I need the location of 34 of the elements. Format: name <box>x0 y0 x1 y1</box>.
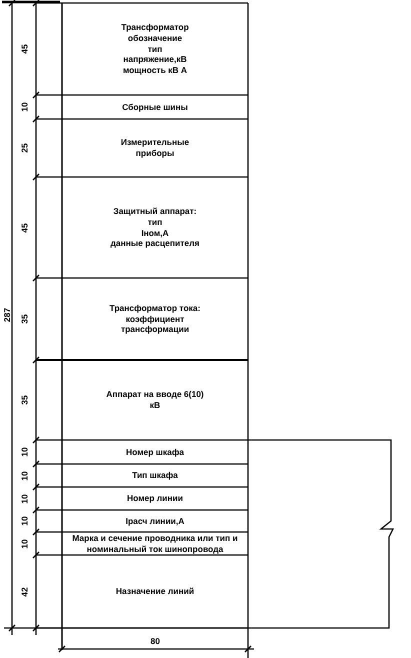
row-label: Марка и сечение проводника или тип и номинальный ток шинопровода <box>71 532 239 554</box>
dimension-label: 45 <box>19 222 30 232</box>
row-label: напряжение,кВ <box>123 54 187 65</box>
dimension-label: 45 <box>19 44 30 54</box>
row-label: Аппарат на вводе 6(10) кВ <box>105 389 205 411</box>
row-label: Измерительные приборы <box>120 137 190 159</box>
row-label: данные расцепителя <box>110 238 200 249</box>
dimension-label: 25 <box>19 143 30 153</box>
dimension-label: 287 <box>2 308 12 322</box>
dimension-label: 10 <box>19 538 30 548</box>
dimension-label: 35 <box>19 314 30 324</box>
dimension-label: 10 <box>19 516 30 526</box>
dimension-label: 80 <box>150 636 160 646</box>
row-label: Iрасч линии,А <box>126 516 184 526</box>
row-label: коэффициент трансформации <box>120 314 190 335</box>
row-label: Тип шкафа <box>132 470 178 481</box>
row-label: Трансформатор <box>121 22 189 34</box>
row-label: Защитный аппарат: <box>113 206 197 217</box>
row-label: Iном,А <box>141 228 169 238</box>
dimension-label: 35 <box>19 395 30 405</box>
row-label: Назначение линий <box>116 586 194 597</box>
row-label: обозначение <box>128 33 182 44</box>
row-label: мощность кВ А <box>122 64 188 76</box>
dimension-label: 10 <box>19 494 30 504</box>
dimension-label: 10 <box>19 447 30 457</box>
row-label: тип <box>148 44 162 54</box>
dimension-label: 42 <box>19 586 30 596</box>
row-label: Сборные шины <box>122 102 188 112</box>
dimension-label: 10 <box>19 102 30 112</box>
row-label: Трансформатор тока: <box>109 303 200 314</box>
row-label: Номер линии <box>127 493 183 504</box>
dimension-label: 10 <box>19 470 30 480</box>
row-label: тип <box>148 216 162 228</box>
row-label: Номер шкафа <box>126 446 184 458</box>
